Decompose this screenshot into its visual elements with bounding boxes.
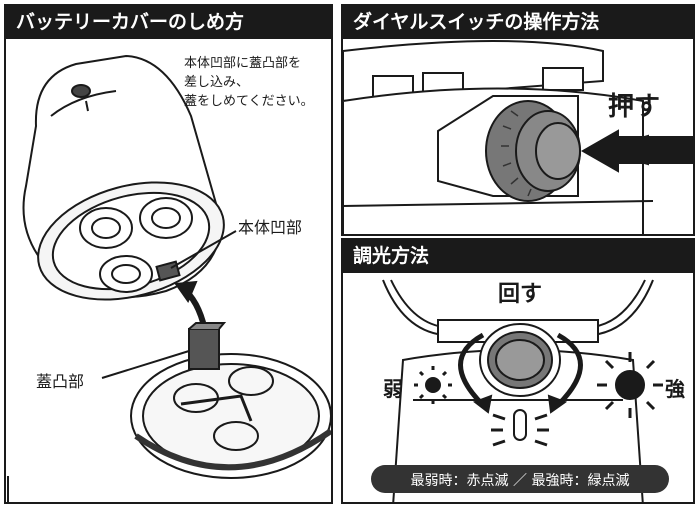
battery-cover-title: バッテリーカバーのしめ方 [6,6,331,39]
battery-note-line-2: 差し込み、 [184,75,250,90]
turn-label: 回す [498,282,543,307]
dimming-title: 調光方法 [343,240,693,273]
dimming-panel: 調光方法 [341,238,695,504]
lid-protrusion-label: 蓋凸部 [36,372,85,391]
battery-note-line-1: 本体凹部に蓋凸部を [184,56,302,71]
status-text: 最弱時：赤点滅 ／ 最強時：緑点滅 [410,473,630,489]
battery-note: 本体凹部に蓋凸部を 差し込み、 蓋をしめてください。 [184,54,314,111]
dial-switch-panel: ダイヤルスイッチの操作方法 [341,4,695,236]
battery-note-line-3: 蓋をしめてください。 [184,94,314,109]
dial-switch-illustration [343,40,693,234]
battery-cover-panel: バッテリーカバーのしめ方 [4,4,333,504]
body-recess-label: 本体凹部 [238,218,303,237]
battery-cover-illustration [7,54,331,502]
strong-label: 強 [665,377,685,401]
push-label: 押す [608,92,661,122]
dial-switch-title: ダイヤルスイッチの操作方法 [343,6,693,39]
weak-label: 弱 [383,377,403,401]
dimming-illustration [371,279,669,502]
